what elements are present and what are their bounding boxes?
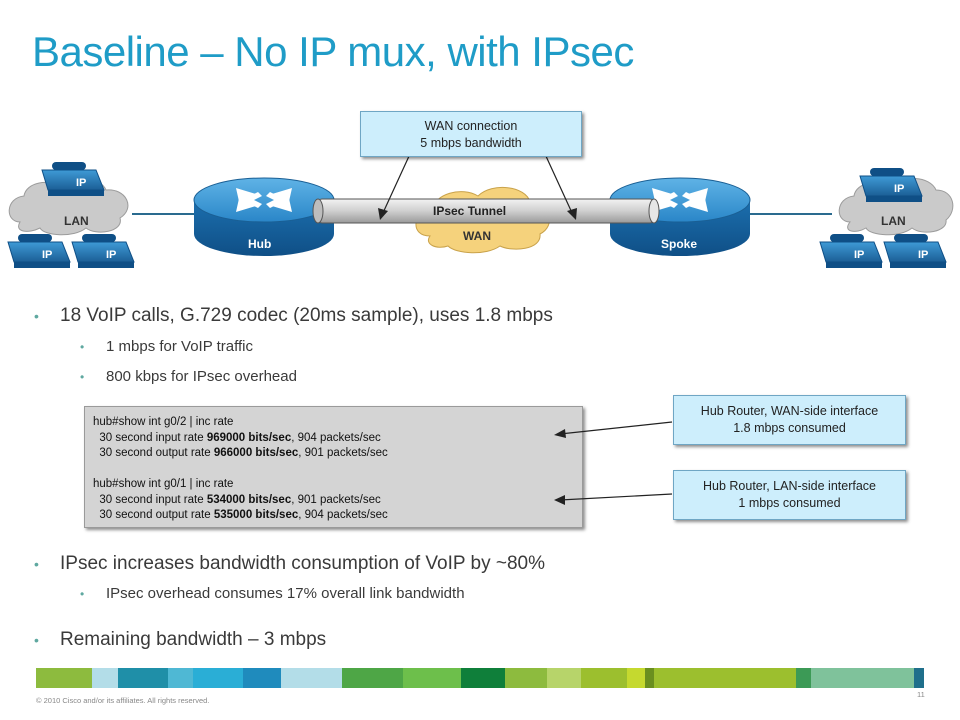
bullet-1-sub-2: 800 kbps for IPsec overhead [106,368,297,385]
phone-ip-label: IP [42,249,52,261]
lan-side-line2: 1 mbps consumed [738,496,841,510]
cli-line: 30 second output rate 966000 bits/sec, 9… [93,447,388,459]
phone-ip-label: IP [894,183,904,195]
bullet-dot: • [80,587,85,601]
lan-label-left: LAN [64,214,89,228]
ipsec-tunnel: IPsec Tunnel [312,198,660,224]
cli-line: 30 second input rate 969000 bits/sec, 90… [93,431,381,444]
cli-line: 30 second output rate 535000 bits/sec, 9… [93,509,388,521]
wan-side-line2: 1.8 mbps consumed [733,421,846,435]
lan-label-right: LAN [881,214,906,228]
cli-command-2: hub#show int g0/1 | inc rate [93,478,234,490]
router-arrows-icon [236,188,292,212]
tunnel-label: IPsec Tunnel [433,204,506,218]
spoke-label: Spoke [661,237,697,251]
lan-side-line1: Hub Router, LAN-side interface [702,479,876,493]
ip-phone-icon: IP [71,234,135,268]
ip-phone-icon: IP [41,162,105,196]
phone-ip-label: IP [106,249,116,261]
wan-side-line1: Hub Router, WAN-side interface [700,404,879,418]
lan-side-callout: Hub Router, LAN-side interface 1 mbps co… [673,470,906,520]
ip-phone-icon: IP [859,168,923,202]
wan-callout-line1: WAN connection [424,119,518,133]
phone-ip-label: IP [918,249,928,261]
bullet-dot: • [34,632,39,648]
footer-color-bar [36,668,924,688]
wan-callout-line2: 5 mbps bandwidth [420,136,522,150]
phone-ip-label: IP [854,249,864,261]
cli-line: 30 second input rate 534000 bits/sec, 90… [93,493,381,506]
page-number: 11 [917,690,925,699]
cli-output-box: hub#show int g0/2 | inc rate 30 second i… [84,406,583,528]
phone-ip-label: IP [76,177,86,189]
callout-arrows [554,421,673,505]
cli-blank [93,462,582,478]
network-diagram: LAN LAN WAN Hub Spoke [7,153,954,268]
bullet-2: IPsec increases bandwidth consumption of… [60,553,545,574]
ip-phone-icon: IP [819,234,883,268]
bullet-dot: • [34,556,39,572]
hub-label: Hub [248,237,271,251]
bullet-dot: • [34,308,39,324]
bullet-1: 18 VoIP calls, G.729 codec (20ms sample)… [60,305,553,326]
wan-side-callout: Hub Router, WAN-side interface 1.8 mbps … [673,395,906,445]
cli-command-1: hub#show int g0/2 | inc rate [93,416,234,428]
wan-label: WAN [463,229,491,243]
ip-phone-icon: IP [7,234,71,268]
ip-phone-icon: IP [883,234,947,268]
bullet-dot: • [80,370,85,384]
page-title: Baseline – No IP mux, with IPsec [32,28,634,75]
bullet-1-sub-1: 1 mbps for VoIP traffic [106,338,254,355]
hub-router: Hub [193,177,335,256]
copyright-footer: © 2010 Cisco and/or its affiliates. All … [36,696,210,705]
bullet-dot: • [80,340,85,354]
bullet-3: Remaining bandwidth – 3 mbps [60,629,327,650]
wan-connection-callout: WAN connection 5 mbps bandwidth [360,111,582,157]
bullet-2-sub-1: IPsec overhead consumes 17% overall link… [106,585,465,602]
